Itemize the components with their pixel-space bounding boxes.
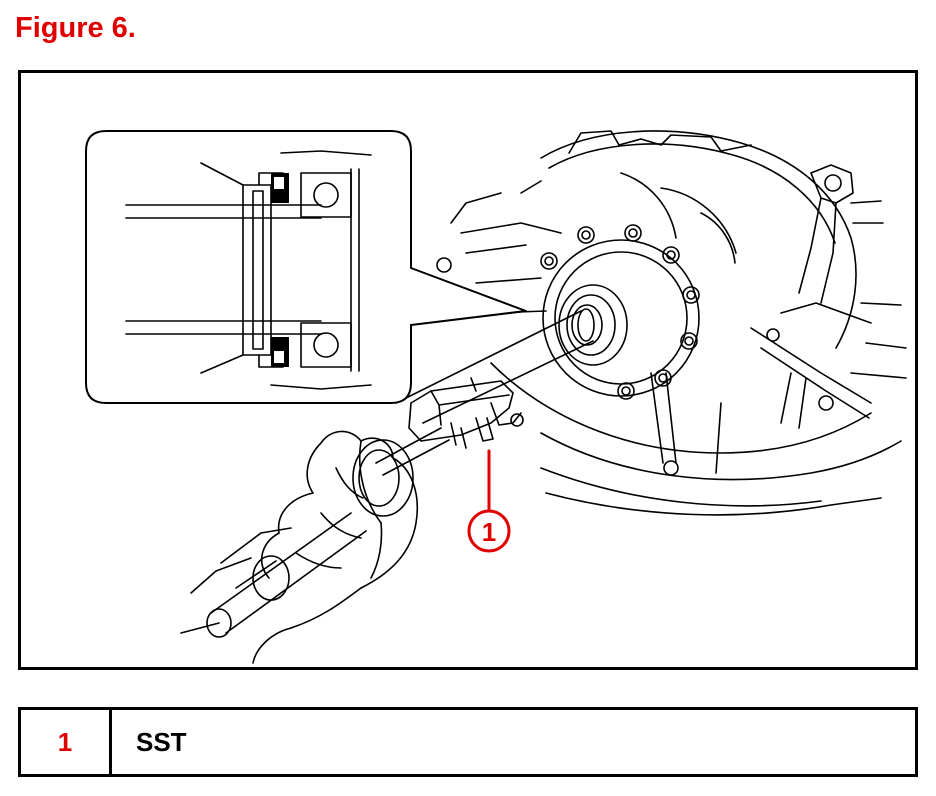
inset-detail bbox=[85, 130, 527, 404]
transmission-housing bbox=[436, 130, 907, 516]
legend-table: 1 SST bbox=[18, 707, 918, 777]
figure-frame: 1 bbox=[18, 70, 918, 670]
output-flange bbox=[540, 224, 700, 400]
legend-description: SST bbox=[109, 707, 918, 777]
legend-row: 1 SST bbox=[18, 707, 918, 777]
hand bbox=[252, 430, 418, 664]
figure-illustration: 1 bbox=[85, 130, 907, 664]
sst-tool bbox=[180, 308, 595, 638]
callout-number: 1 bbox=[482, 517, 496, 547]
callout-1 bbox=[467, 449, 511, 553]
legend-number: 1 bbox=[18, 707, 112, 777]
figure-title: Figure 6. bbox=[15, 12, 136, 44]
